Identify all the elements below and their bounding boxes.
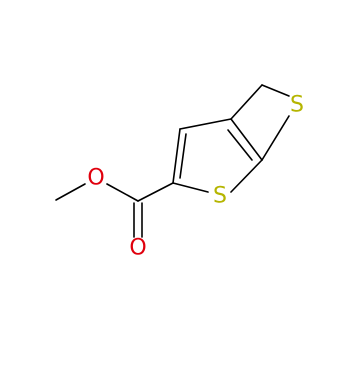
ester-oxygen-label: O	[87, 166, 104, 191]
bond-c3a-c6a-inner	[227, 129, 253, 161]
bond-c3a-c6a	[230, 118, 263, 161]
bond-c4-ring-sulfur	[261, 84, 290, 97]
bond-c3-c3a	[179, 118, 232, 130]
bond-c2-c3-inner	[179, 133, 187, 179]
ring-sulfur-label: S	[290, 93, 304, 118]
bond-methyl-ester-oxygen	[55, 183, 86, 201]
bond-c3a-c4	[230, 84, 263, 120]
bond-thiophene-sulfur-c6a	[230, 159, 263, 193]
carbonyl-oxygen-label: O	[129, 236, 146, 261]
bond-c2-thiophene-sulfur	[172, 182, 209, 193]
bond-c2-c3	[172, 128, 181, 184]
thiophene-sulfur-label: S	[213, 184, 227, 209]
bond-carbonyl-c2	[137, 182, 174, 202]
bond-ester-oxygen-carbonyl	[106, 183, 139, 202]
bond-ring-sulfur-c6	[261, 115, 290, 161]
